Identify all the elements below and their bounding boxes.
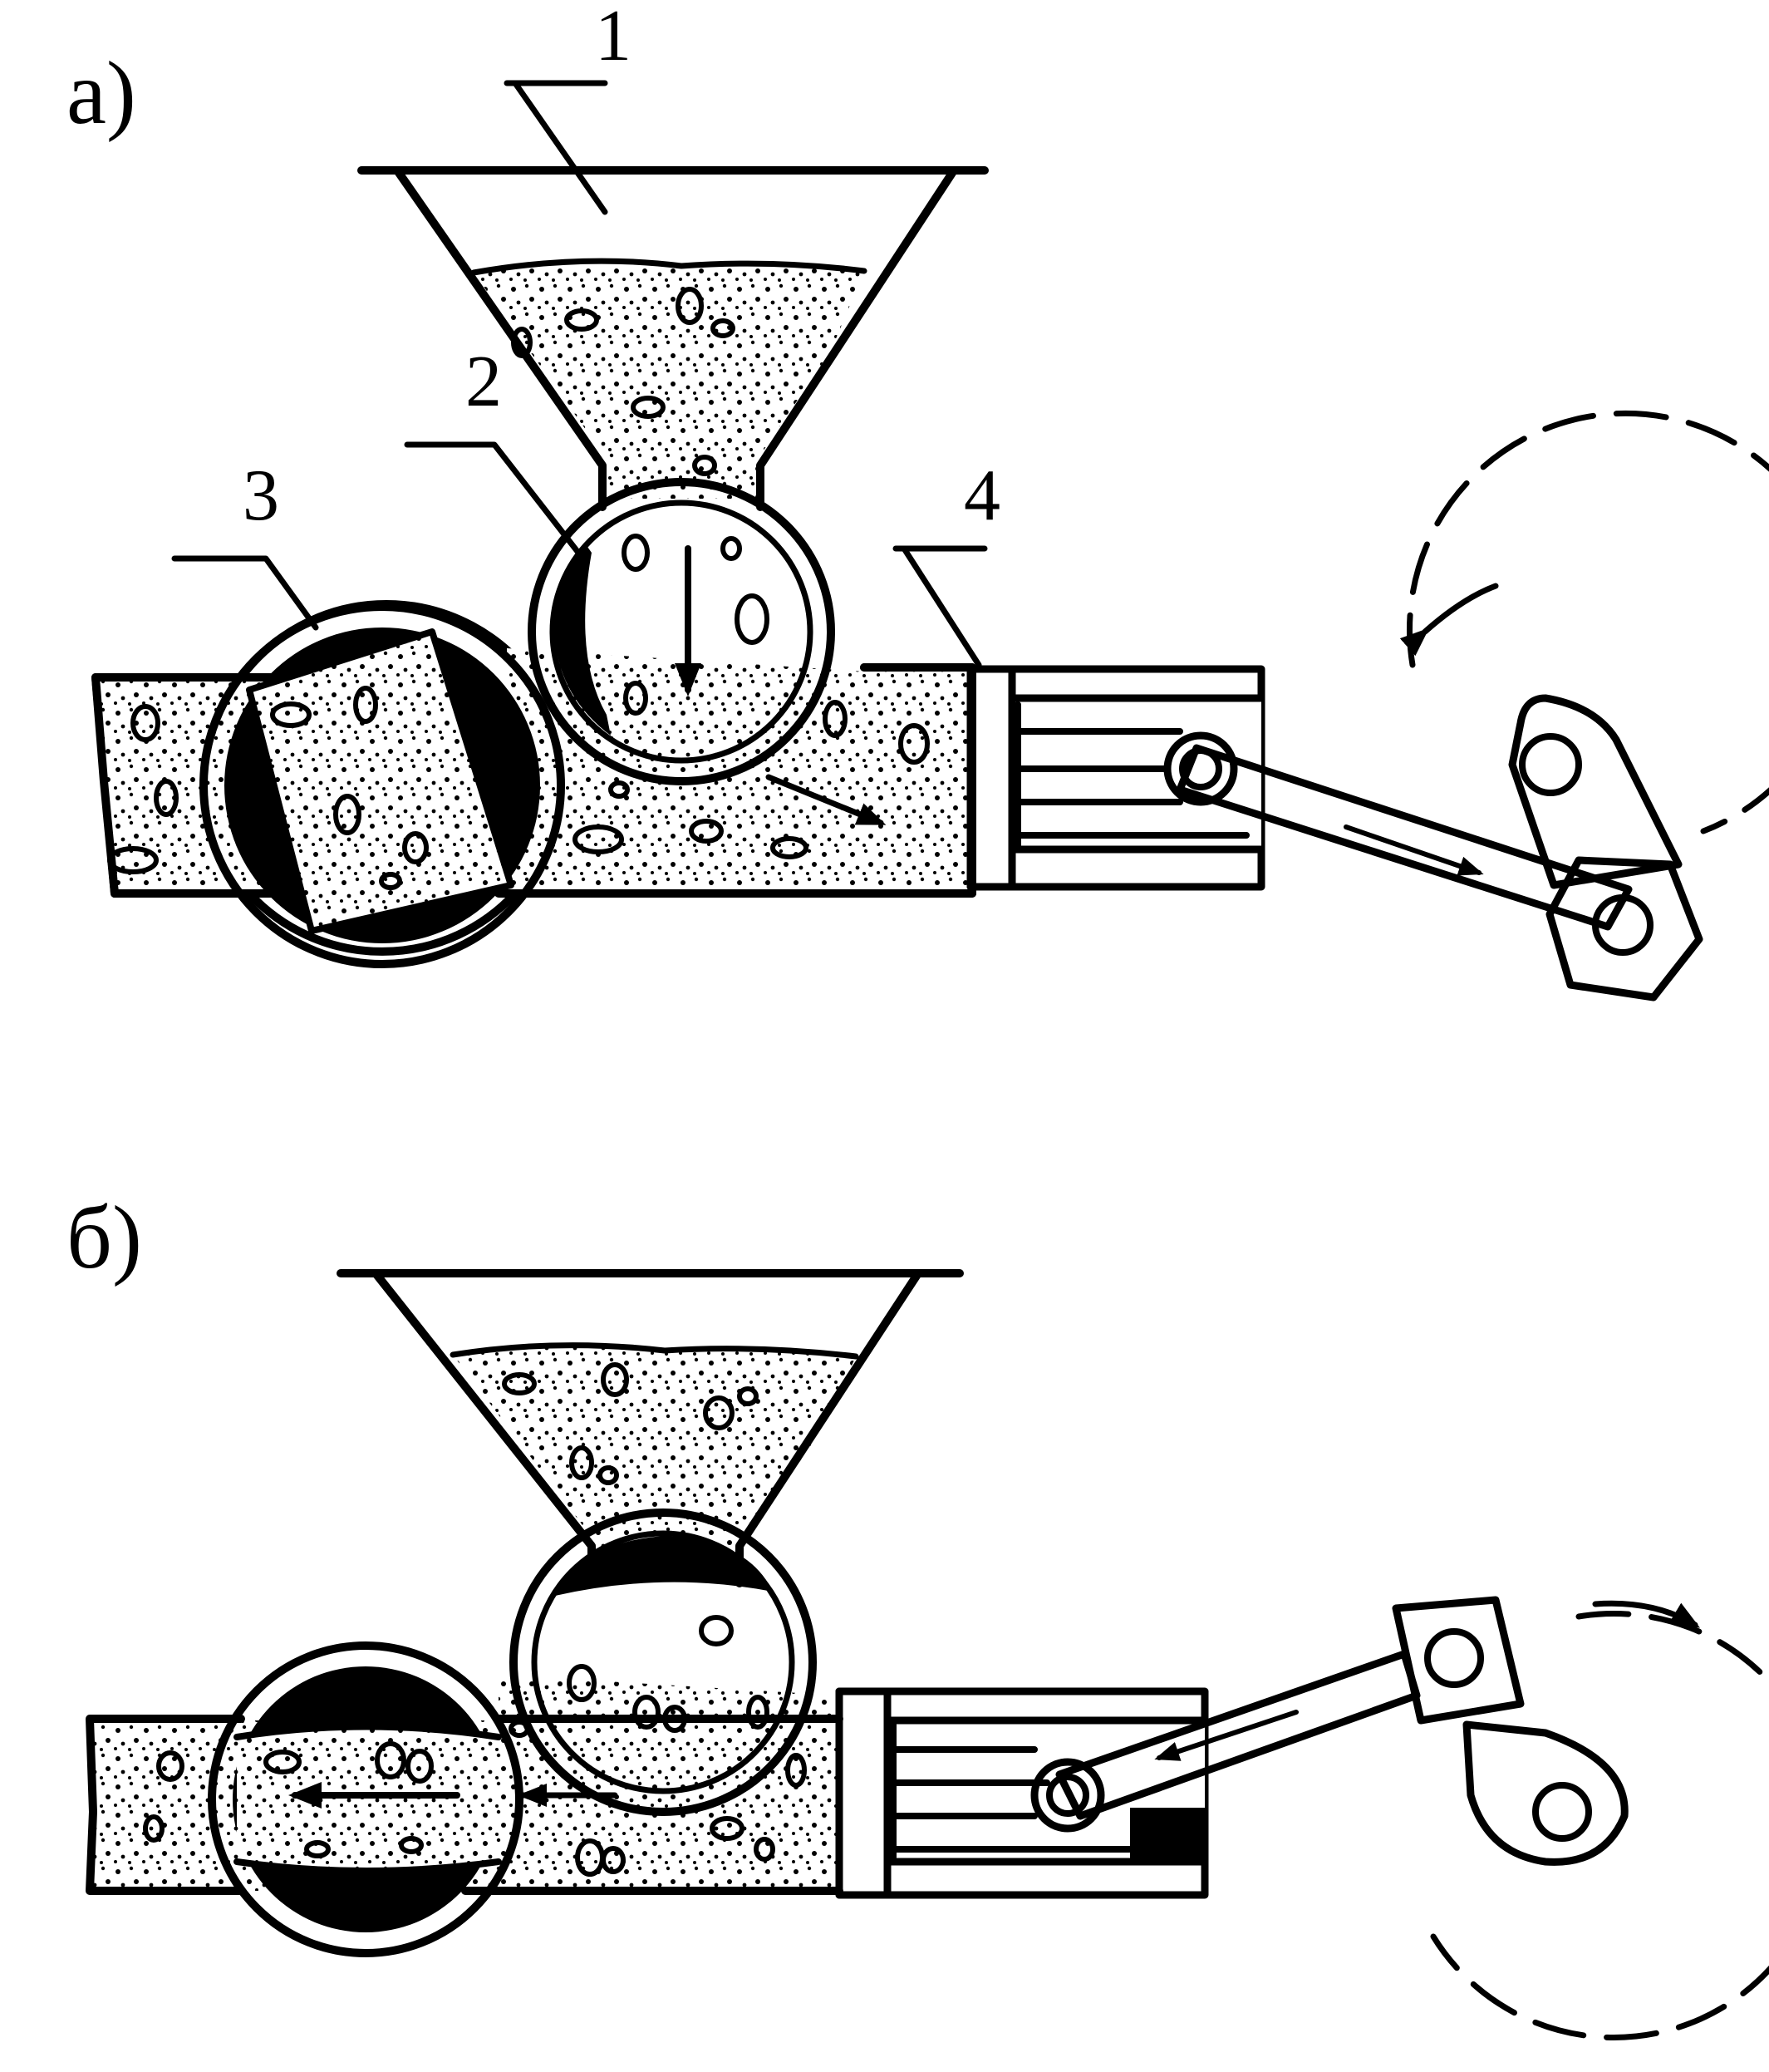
callout-4: 4 (892, 455, 1000, 668)
panel-b: б) (66, 1189, 1769, 2040)
panel-a-label: а) (66, 44, 136, 143)
pump-cylinder-b (835, 1687, 1209, 1899)
flow-arrow-a (765, 774, 887, 826)
callout-2: 2 (404, 342, 585, 560)
callout-3-label: 3 (243, 455, 279, 536)
panel-b-label: б) (66, 1189, 142, 1287)
hopper-a (357, 166, 989, 511)
hopper-b (337, 1269, 964, 1587)
pipe-aggregate-b (143, 1720, 807, 1877)
valve-2-b (509, 1508, 817, 1816)
crank-mechanism-b (1030, 1596, 1769, 2040)
valve-3-a (199, 603, 565, 968)
callout-1: 1 (504, 0, 631, 215)
pipe-aggregate-a (107, 700, 930, 874)
callout-1-label: 1 (595, 0, 631, 76)
callout-2-label: 2 (465, 342, 502, 422)
crank-mechanism-a (1163, 410, 1769, 1002)
callout-3: 3 (171, 455, 319, 631)
valve-3-b (208, 1641, 523, 1957)
rotation-arrow-b (1592, 1600, 1701, 1628)
rotation-arrow-a (1399, 583, 1499, 657)
callout-4-label: 4 (964, 455, 1000, 536)
panel-a: а) 1 (66, 0, 1769, 1002)
valve-2-a (528, 478, 835, 785)
